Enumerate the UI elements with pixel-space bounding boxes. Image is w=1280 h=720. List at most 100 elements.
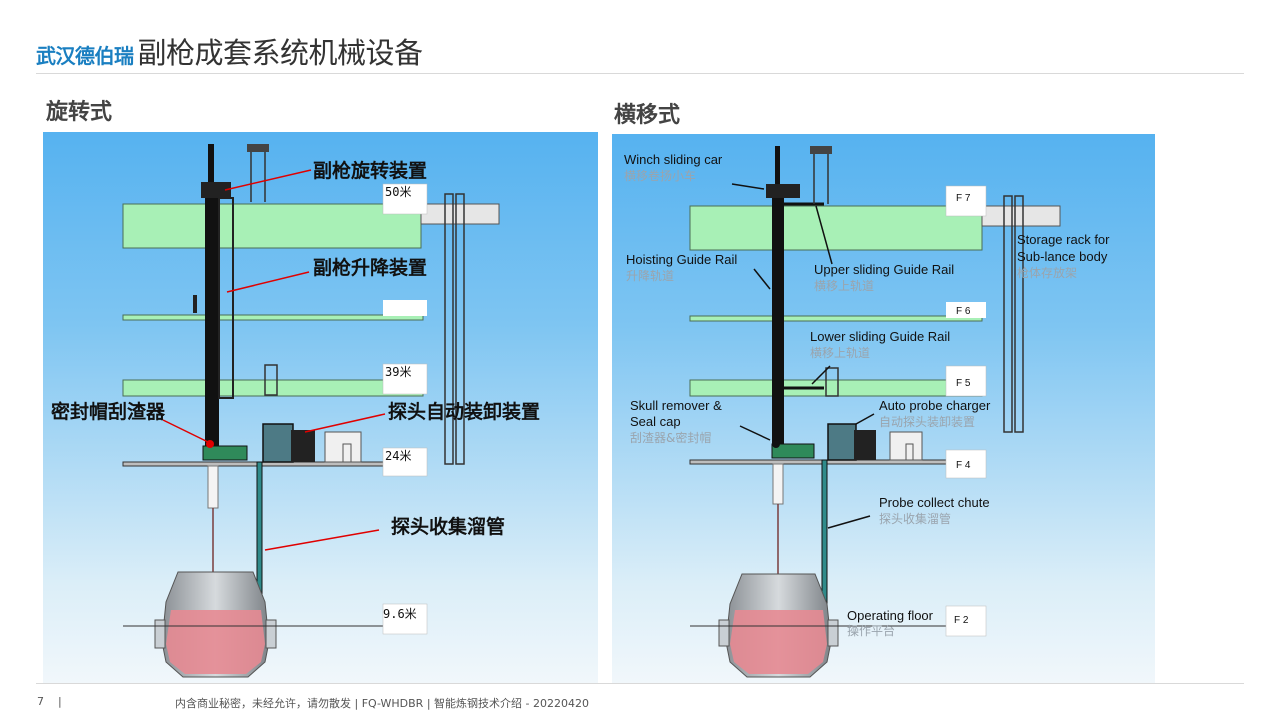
section-title-rotary: 旋转式 [46, 100, 113, 125]
ladder-mid [264, 364, 278, 396]
platform-f5 [689, 379, 983, 397]
lance-mast [208, 144, 214, 184]
label-lower-cn: 横移上轨道 [810, 346, 870, 360]
skull-remover-machine [202, 445, 248, 461]
platform-f6 [689, 315, 983, 322]
label-skull-en-1: Skull remover & [630, 398, 722, 413]
platform-f7 [689, 205, 983, 251]
floor-box-f5 [945, 365, 987, 397]
callout-arrow-chute [264, 529, 380, 551]
storage-rack-2 [1014, 195, 1024, 433]
callout-probe-loader: 探头自动装卸装置 [388, 400, 540, 423]
label-hoist-cn: 升降轨道 [626, 269, 674, 283]
arrow-skull [739, 425, 771, 441]
level-50: 50米 [385, 185, 411, 199]
probe-charger-machine [827, 423, 857, 461]
rotary-diagram: 50米 39米 24米 9.6米 副枪旋转装置 副枪升降装置 密封帽刮渣器 探头… [43, 132, 598, 683]
floor-box-f7 [945, 185, 987, 217]
arrow-upper [815, 205, 833, 265]
label-skull-cn: 刮渣器&密封帽 [630, 430, 711, 445]
storage-rack [1003, 195, 1013, 433]
label-charger-en: Auto probe charger [879, 398, 991, 413]
footer-notice: 内含商业秘密，未经允许，请勿散发 | FQ-WHDBR | 智能炼钢技术介绍 -… [175, 697, 589, 710]
slide-header: 武汉德伯瑞 副枪成套系统机械设备 [36, 30, 423, 70]
footer-divider [36, 683, 1244, 684]
lance-guide-tube [207, 465, 219, 509]
probe-loader-rack [291, 430, 315, 462]
page-title: 副枪成套系统机械设备 [137, 36, 424, 70]
label-skull-en-2: Seal cap [630, 414, 681, 429]
footer-separator: | [58, 695, 62, 708]
floor-box-f4 [945, 449, 987, 479]
callout-skull: 密封帽刮渣器 [51, 400, 166, 423]
label-floor-en: Operating floor [847, 608, 934, 623]
level-box-blank [383, 300, 427, 316]
converter-vessel-inner [730, 610, 827, 674]
floor-f4: F 4 [956, 460, 971, 471]
probe-charger-rack [854, 430, 876, 460]
storage-rack-2 [455, 193, 465, 465]
ladder-mid [825, 367, 839, 397]
floor-box-f2 [945, 605, 987, 637]
label-storage-en-1: Storage rack for [1017, 232, 1110, 247]
label-winch-cn: 横移卷扬小车 [624, 168, 696, 183]
floor-f7: F 7 [956, 193, 971, 204]
rotation-head [201, 182, 231, 198]
platform-low [122, 379, 424, 397]
level-39: 39米 [385, 365, 411, 379]
skull-remover-machine [771, 443, 815, 459]
platform-top [122, 203, 422, 249]
arrow-chute [827, 515, 871, 529]
label-upper-cn: 横移上轨道 [814, 279, 874, 293]
converter-vessel-inner [166, 610, 265, 674]
probe-loader-machine [262, 423, 294, 463]
callout-arrow-skull [162, 419, 209, 443]
label-lower-en: Lower sliding Guide Rail [810, 329, 950, 344]
label-storage-cn: 枪体存放架 [1017, 265, 1077, 280]
lance-guide-tube [772, 463, 784, 505]
header-divider [36, 73, 1244, 74]
label-chute-cn: 探头收集溜管 [879, 511, 951, 526]
level-9-6: 9.6米 [383, 607, 417, 621]
platform-top-ext [420, 203, 500, 225]
lift-frame [218, 197, 234, 399]
callout-rotation: 副枪旋转装置 [313, 159, 427, 182]
level-box-9-6 [382, 603, 428, 635]
storage-rack [444, 193, 454, 465]
brand-logo: 武汉德伯瑞 [36, 44, 134, 68]
skull-remover-point [772, 440, 780, 448]
callout-arrow-lifting [226, 271, 310, 293]
callout-arrow-loader [304, 413, 386, 433]
floor-f6: F 6 [956, 306, 971, 317]
callout-arrow-rotation [224, 169, 312, 191]
level-box-50 [382, 183, 428, 215]
label-storage-en-2: Sub-lance body [1017, 249, 1108, 264]
lance-tower [205, 182, 219, 447]
floor-f2: F 2 [954, 615, 969, 626]
arrow-lower [811, 365, 831, 385]
floor-f5: F 5 [956, 378, 971, 389]
label-floor-cn: 操作平台 [847, 623, 895, 638]
top-ladder [247, 144, 269, 152]
floor-box-f6 [946, 302, 986, 318]
traverse-diagram: F 7 F 6 F 5 F 4 F 2 Winch sliding car 横移… [612, 134, 1155, 683]
label-chute-en: Probe collect chute [879, 495, 990, 510]
platform-mid [122, 314, 424, 321]
level-box-39 [382, 363, 428, 395]
winch-car [766, 184, 800, 198]
level-24: 24米 [385, 449, 411, 463]
level-box-24 [382, 447, 428, 477]
arrow-winch [731, 183, 765, 190]
section-title-traverse: 横移式 [614, 103, 681, 128]
arrow-charger [855, 413, 875, 425]
callout-chute: 探头收集溜管 [391, 515, 505, 538]
callout-lifting: 副枪升降装置 [313, 256, 427, 279]
worker-figure [193, 295, 197, 313]
lance-mast [775, 146, 780, 186]
lance-tower [772, 184, 784, 446]
label-upper-en: Upper sliding Guide Rail [814, 262, 954, 277]
platform-f7-ext [981, 205, 1061, 227]
top-ladder [810, 146, 832, 154]
label-hoist-en: Hoisting Guide Rail [626, 252, 737, 267]
arrow-hoist [753, 268, 771, 290]
